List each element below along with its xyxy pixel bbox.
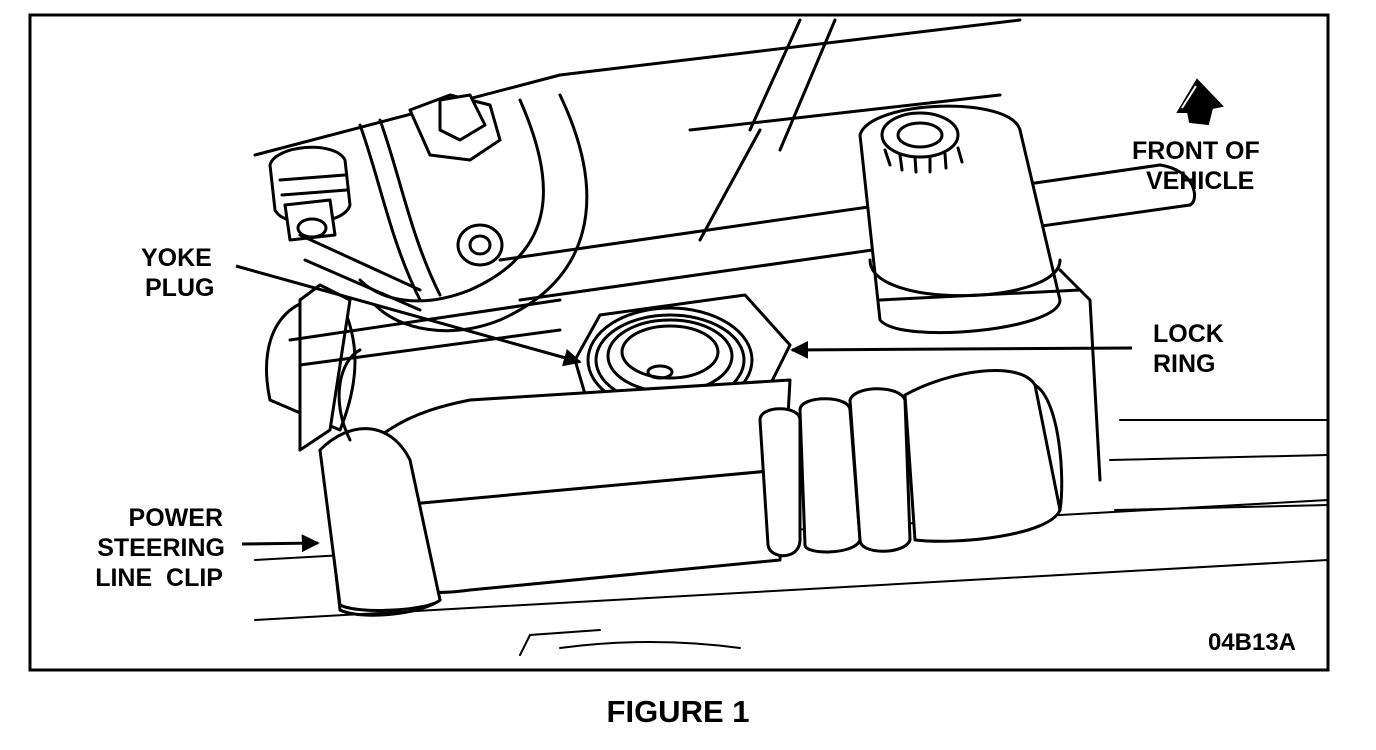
front-label-line1: FRONT OF: [1132, 137, 1260, 165]
figure-caption: FIGURE 1: [607, 694, 750, 729]
front-arrow-icon: [1176, 78, 1224, 126]
clip-label-line2: STEERING: [97, 534, 225, 562]
yoke-plug-leader: [235, 264, 582, 367]
steering-gear-drawing: [253, 18, 1328, 656]
lock-label-line1: LOCK: [1153, 320, 1224, 348]
yoke-label-line1: YOKE: [141, 244, 212, 272]
clip-label-line3: LINE CLIP: [95, 564, 223, 592]
yoke-label-line2: PLUG: [145, 274, 214, 302]
figure-code: 04B13A: [1208, 629, 1296, 656]
clip-label-line1: POWER: [129, 504, 223, 532]
clip-leader: [241, 534, 320, 553]
lock-ring-leader: [790, 340, 1133, 359]
front-label-line2: VEHICLE: [1146, 167, 1254, 195]
lock-label-line2: RING: [1153, 350, 1216, 378]
